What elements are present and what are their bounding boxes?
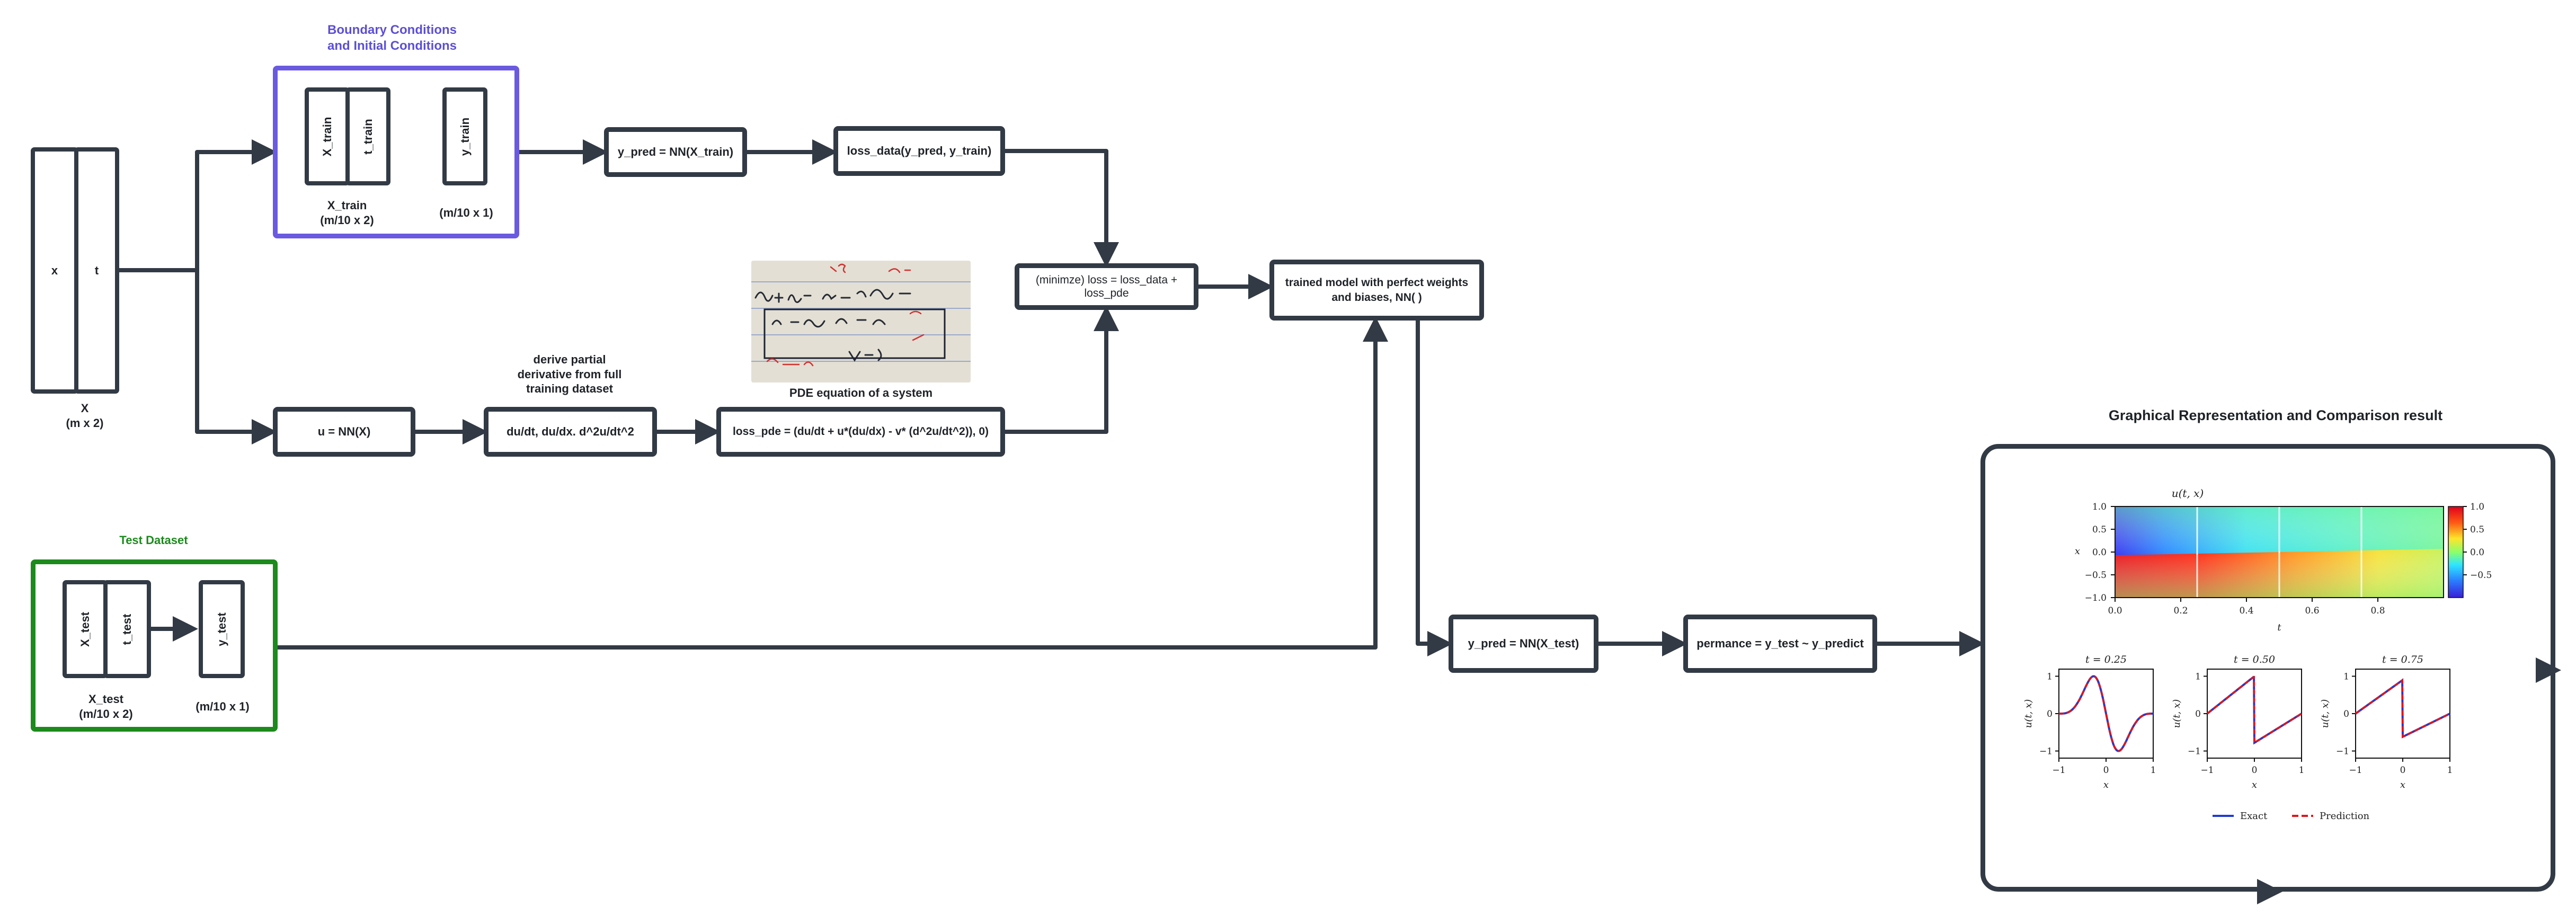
input-caption: X (m x 2) — [66, 402, 104, 430]
edge-to-u-nn — [195, 270, 277, 444]
x-train-caption: X_train (m/10 x 2) — [320, 199, 374, 227]
slice-ylabel: u(t, x) — [2171, 699, 2182, 728]
colorbar-tick-label: −0.5 — [2470, 570, 2492, 581]
edge-to-boundary — [195, 139, 277, 270]
y-train-caption: (m/10 x 1) — [439, 206, 493, 219]
y-test-caption: (m/10 x 1) — [196, 700, 250, 713]
slice-ytick-label: −1 — [2188, 746, 2201, 757]
heatmap-ytick-label: 0.0 — [2092, 547, 2107, 558]
boundary-frame — [273, 66, 519, 238]
input-column-t-label: t — [94, 263, 99, 277]
heatmap-xtick-label: 0.8 — [2370, 606, 2385, 616]
exact-curve — [2059, 675, 2153, 752]
permance-box: permance = y_test ~ y_predict — [1683, 615, 1877, 673]
slice-xlabel: x — [2400, 779, 2405, 790]
slice-plots: t = 0.25 −1 0 1 1 0 −1 x u(t, x) t = 0.50 −1 0 1 1 0 −1… — [2023, 654, 2453, 790]
minimize-loss-box: (minimze) loss = loss_data + loss_pde — [1015, 263, 1198, 310]
input-column-t: t — [74, 147, 119, 394]
heatmap-xlabel: t — [2277, 622, 2281, 633]
slice-ytick-label: −1 — [2336, 746, 2349, 757]
pde-caption: PDE equation of a system — [789, 386, 933, 399]
slice-xtick-label: −1 — [2200, 765, 2214, 776]
colorbar-tick-label: 1.0 — [2470, 502, 2484, 512]
edge-test-trained — [277, 316, 1388, 650]
y-pred-train-box: y_pred = NN(X_train) — [604, 127, 747, 177]
heatmap-ytick-label: 1.0 — [2092, 502, 2107, 512]
slice-title: t = 0.25 — [2085, 654, 2127, 665]
trained-model-box: trained model with perfect weights and b… — [1269, 260, 1484, 321]
heatmap-xtick-label: 0.2 — [2173, 606, 2188, 616]
heatmap-y-ticks: 1.0 0.5 0.0 −0.5 −1.0 — [2085, 502, 2115, 603]
column-x-test: X_test — [63, 580, 108, 678]
slice-ytick-label: 0 — [2343, 709, 2349, 719]
loss-data-box: loss_data(y_pred, y_train) — [833, 126, 1005, 176]
test-title: Test Dataset — [119, 533, 188, 547]
prediction-curve — [2059, 675, 2153, 752]
prediction-curve — [2355, 678, 2450, 739]
input-column-x-label: x — [51, 263, 58, 277]
slice-ytick-label: 1 — [2343, 671, 2349, 682]
slice-xlabel: x — [2252, 779, 2257, 790]
edge-trained-ypredtest — [1416, 320, 1453, 656]
colorbar-tick-label: 0.0 — [2470, 547, 2484, 558]
heatmap — [2115, 506, 2444, 598]
column-t-train: t_train — [345, 87, 390, 185]
slice-xtick-label: 1 — [2447, 765, 2453, 776]
legend: Exact Prediction — [2213, 811, 2370, 822]
column-x-train: X_train — [305, 87, 350, 185]
slice-ytick-label: −1 — [2039, 746, 2053, 757]
slice-xtick-label: 0 — [2103, 765, 2109, 776]
slice-ytick-label: 0 — [2195, 709, 2201, 719]
x-test-caption: X_test (m/10 x 2) — [79, 692, 133, 721]
slice-xtick-label: 0 — [2400, 765, 2406, 776]
heatmap-xtick-label: 0.4 — [2239, 606, 2253, 616]
slice-ytick-label: 1 — [2195, 671, 2201, 682]
slice-xtick-label: 1 — [2151, 765, 2156, 776]
column-t-test: t_test — [103, 580, 151, 678]
slice-xlabel: x — [2103, 779, 2109, 790]
slice-ylabel: u(t, x) — [2023, 699, 2034, 728]
boundary-title: Boundary Conditions and Initial Conditio… — [327, 23, 457, 53]
heatmap-ylabel: x — [2075, 546, 2080, 557]
slice-title: t = 0.50 — [2234, 654, 2275, 665]
edge-lossdata-minimize — [1005, 149, 1119, 268]
u-nn-box: u = NN(X) — [273, 407, 415, 457]
derive-annotation: derive partial derivative from full trai… — [517, 353, 622, 395]
heatmap-ytick-label: −0.5 — [2085, 570, 2107, 581]
slice-xtick-label: 1 — [2299, 765, 2305, 776]
pde-photo — [751, 261, 971, 383]
slice-title: t = 0.75 — [2382, 654, 2423, 665]
colorbar — [2448, 506, 2464, 598]
heatmap-x-ticks: 0.0 0.2 0.4 0.6 0.8 — [2108, 598, 2385, 616]
y-pred-test-box: y_pred = NN(X_test) — [1449, 615, 1598, 673]
slice-ytick-label: 0 — [2047, 709, 2053, 719]
slice-xtick-label: −1 — [2052, 765, 2065, 776]
column-y-test: y_test — [199, 580, 245, 678]
slice-ytick-label: 1 — [2047, 671, 2053, 682]
results-title: Graphical Representation and Comparison … — [2108, 407, 2443, 423]
heatmap-xtick-label: 0.0 — [2108, 606, 2122, 616]
results-plots: u(t, x) 0.0 0.2 0.4 0.6 0.8 1.0 0.5 0.0 −0.5 −1.… — [2023, 487, 2492, 822]
heatmap-xtick-label: 0.6 — [2305, 606, 2319, 616]
colorbar-tick-label: 0.5 — [2470, 524, 2484, 535]
edge-losspde-minimize — [1005, 306, 1119, 434]
prediction-curve — [2206, 676, 2302, 744]
column-y-train: y_train — [442, 87, 487, 185]
legend-prediction: Prediction — [2320, 811, 2370, 822]
legend-exact: Exact — [2240, 811, 2268, 822]
slice-xtick-label: −1 — [2349, 765, 2362, 776]
heatmap-ytick-label: 0.5 — [2092, 524, 2107, 535]
slice-ylabel: u(t, x) — [2320, 699, 2331, 728]
test-frame — [31, 559, 278, 732]
colorbar-ticks: 1.0 0.5 0.0 −0.5 — [2463, 502, 2492, 581]
derivatives-box: du/dt, du/dx. d^2u/dt^2 — [484, 407, 657, 457]
loss-pde-box: loss_pde = (du/dt + u*(du/dx) - v* (d^2u… — [716, 407, 1005, 457]
slice-xtick-label: 0 — [2252, 765, 2258, 776]
heatmap-ytick-label: −1.0 — [2085, 593, 2107, 603]
input-column-x: x — [31, 147, 78, 394]
heatmap-title: u(t, x) — [2172, 487, 2204, 500]
results-frame — [1980, 444, 2555, 892]
